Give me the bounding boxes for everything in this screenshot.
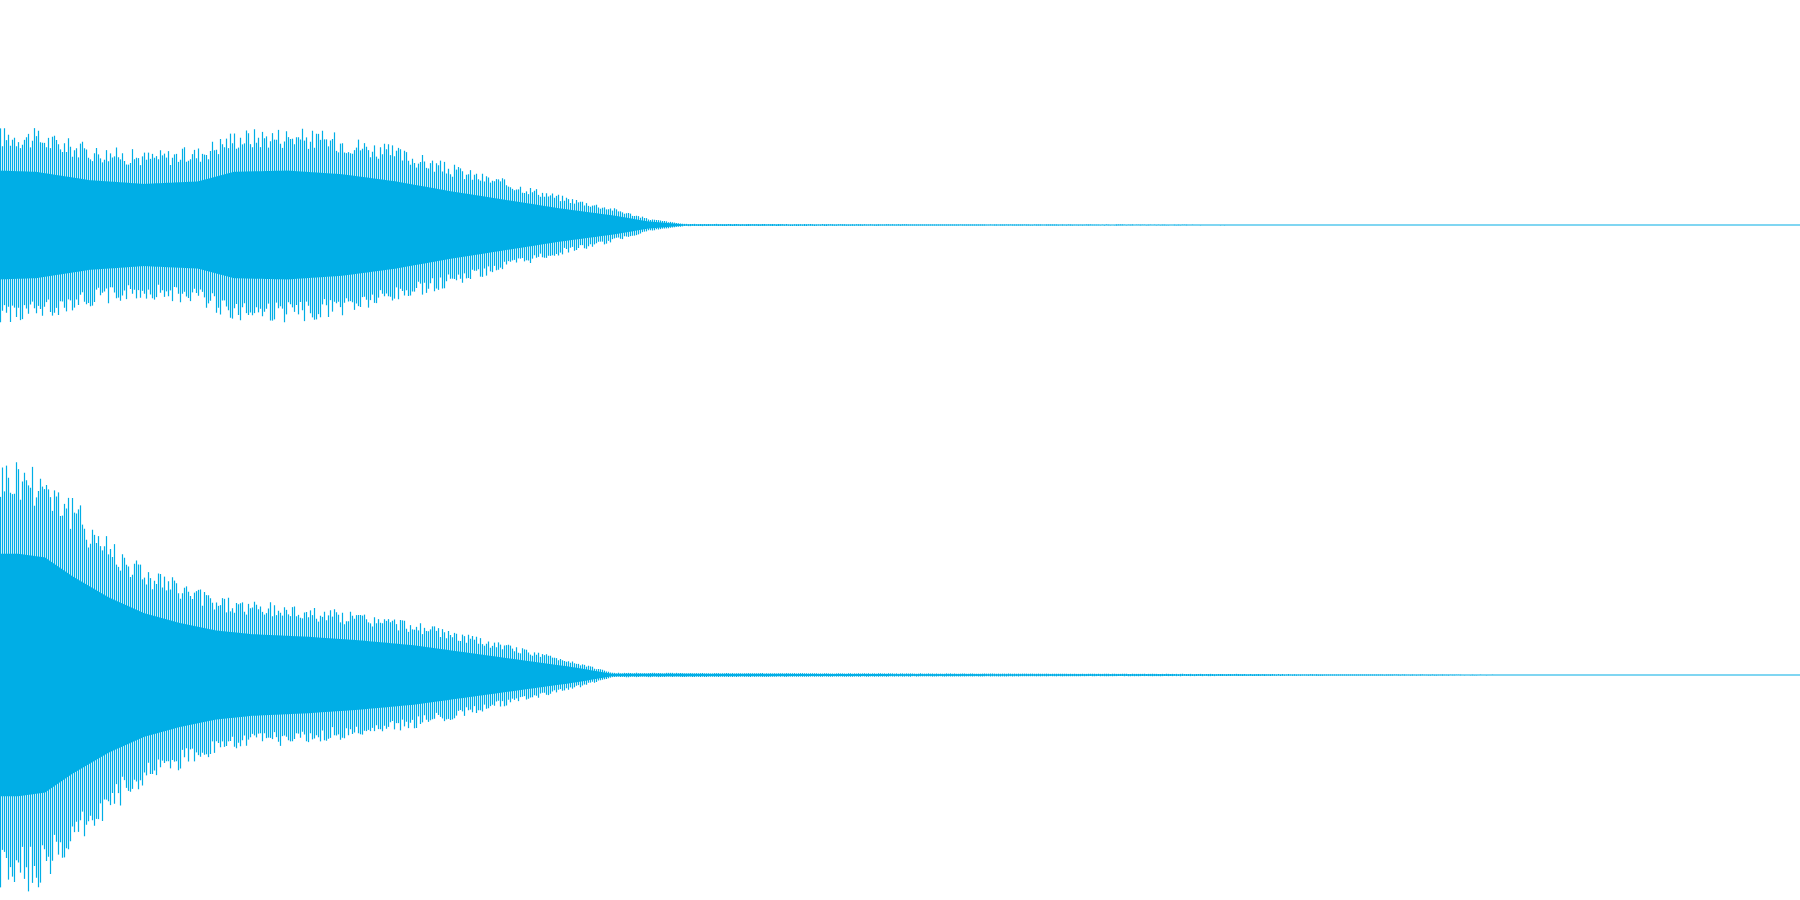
waveform-channel-1: [0, 128, 1800, 323]
waveform-channel-2: [0, 462, 1800, 892]
